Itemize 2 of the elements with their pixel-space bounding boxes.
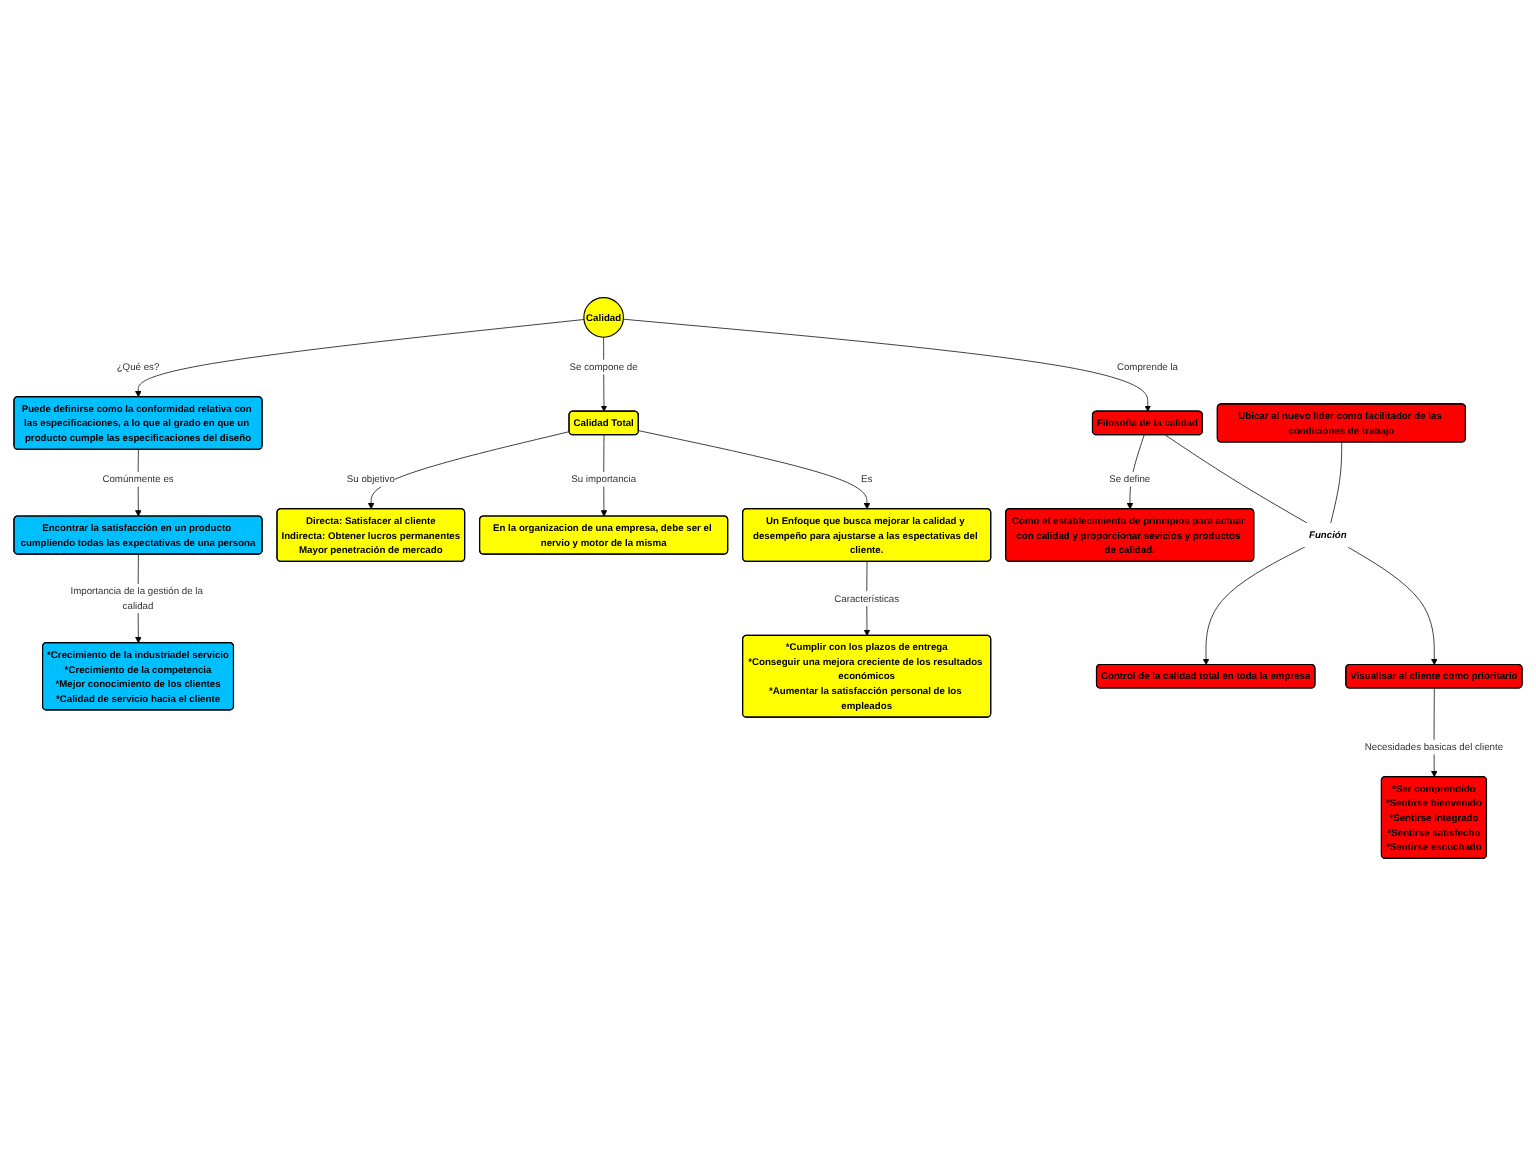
connector: [1330, 442, 1343, 524]
connector: [1164, 434, 1308, 524]
